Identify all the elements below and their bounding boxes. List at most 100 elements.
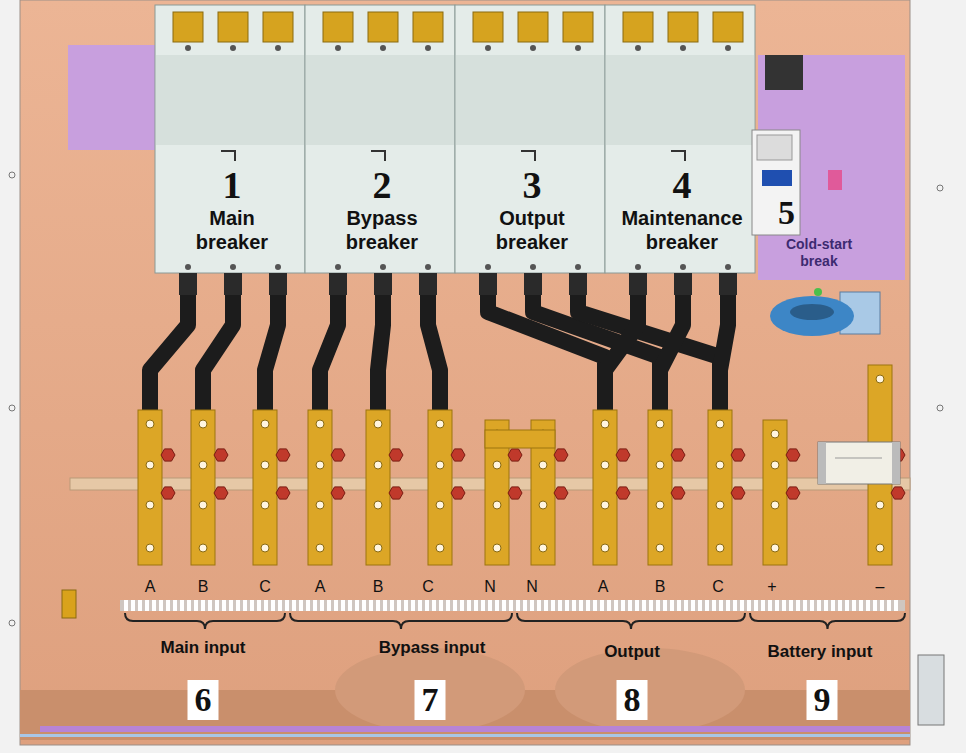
strip-tooth — [852, 600, 856, 611]
terminal-label: N — [526, 578, 538, 596]
breaker-box: 5Cold-start break — [762, 194, 876, 272]
top-terminal — [323, 12, 353, 42]
strip-tooth — [306, 600, 310, 611]
strip-tooth — [481, 600, 485, 611]
strip-tooth — [215, 600, 219, 611]
terminal-screw — [725, 264, 731, 270]
top-terminal — [563, 12, 593, 42]
strip-tooth — [369, 600, 373, 611]
terminal-screw — [530, 45, 536, 51]
strip-tooth — [677, 600, 681, 611]
terminal-screw — [380, 264, 386, 270]
strip-tooth — [621, 600, 625, 611]
indicator — [814, 288, 822, 296]
callout-number: 8 — [617, 680, 648, 720]
copper-bar — [763, 420, 787, 565]
terminal-screw — [425, 45, 431, 51]
bar-hole — [876, 501, 884, 509]
cold-start-toggle — [762, 170, 792, 186]
top-terminal — [518, 12, 548, 42]
terminal-screw — [680, 45, 686, 51]
hex-nut — [331, 449, 345, 461]
callout-number: 7 — [415, 680, 446, 720]
strip-tooth — [425, 600, 429, 611]
bar-hole — [436, 544, 444, 552]
top-terminal — [713, 12, 743, 42]
bar-hole — [539, 501, 547, 509]
strip-tooth — [691, 600, 695, 611]
strip-tooth — [670, 600, 674, 611]
bottom-terminal — [179, 273, 197, 295]
strip-tooth — [747, 600, 751, 611]
bottom-terminal — [719, 273, 737, 295]
bar-hole — [316, 420, 324, 428]
cable-strap — [578, 285, 720, 430]
terminal-label: B — [198, 578, 209, 596]
strip-tooth — [537, 600, 541, 611]
strip-tooth — [600, 600, 604, 611]
handle-mark — [371, 151, 385, 161]
strip-tooth — [173, 600, 177, 611]
bar-hole — [876, 375, 884, 383]
terminal-screw — [635, 264, 641, 270]
callout-number: 4 — [605, 164, 759, 206]
breaker-band — [606, 55, 754, 145]
strip-tooth — [159, 600, 163, 611]
bar-hole — [601, 501, 609, 509]
strip-tooth — [586, 600, 590, 611]
strip-tooth — [250, 600, 254, 611]
strip-tooth — [495, 600, 499, 611]
strip-tooth — [355, 600, 359, 611]
bottom-terminal — [419, 273, 437, 295]
strip-tooth — [684, 600, 688, 611]
bar-hole — [374, 501, 382, 509]
bar-hole — [436, 420, 444, 428]
group-brace — [290, 613, 512, 629]
callout-number: 3 — [455, 164, 609, 206]
group-label: Bypass input — [379, 638, 486, 658]
fuse-mark — [835, 458, 882, 459]
strip-tooth — [572, 600, 576, 611]
strip-tooth — [894, 600, 898, 611]
strip-tooth — [817, 600, 821, 611]
hex-nut — [276, 487, 290, 499]
terminal-label: C — [422, 578, 434, 596]
strip-tooth — [453, 600, 457, 611]
strip-tooth — [313, 600, 317, 611]
strip-tooth — [327, 600, 331, 611]
hex-nut — [161, 449, 175, 461]
hex-nut — [786, 449, 800, 461]
bottom-terminal — [629, 273, 647, 295]
bottom-terminal — [224, 273, 242, 295]
cable-strap — [660, 285, 683, 430]
terminal-screw — [185, 264, 191, 270]
terminal-label: C — [712, 578, 724, 596]
strip-tooth — [208, 600, 212, 611]
breaker-label: Output breaker — [455, 206, 609, 254]
strip-tooth — [831, 600, 835, 611]
callout-number: 5 — [762, 194, 876, 232]
bar-hole — [316, 461, 324, 469]
breaker-box: 4Maintenance breaker — [605, 164, 759, 256]
hex-nut — [389, 449, 403, 461]
breaker-box: 3Output breaker — [455, 164, 609, 256]
floor-strip — [20, 734, 910, 737]
strip-tooth — [201, 600, 205, 611]
bar-hole — [199, 420, 207, 428]
terminal-label: B — [373, 578, 384, 596]
terminal-screw — [575, 45, 581, 51]
strip-tooth — [579, 600, 583, 611]
strip-tooth — [292, 600, 296, 611]
terminal-label: B — [655, 578, 666, 596]
bar-hole — [601, 544, 609, 552]
bar-hole — [771, 544, 779, 552]
breaker-box: 1Main breaker — [155, 164, 309, 256]
bar-hole — [146, 544, 154, 552]
strip-tooth — [754, 600, 758, 611]
strip-tooth — [705, 600, 709, 611]
bar-hole — [493, 461, 501, 469]
strip-tooth — [131, 600, 135, 611]
bar-hole — [539, 544, 547, 552]
strip-tooth — [474, 600, 478, 611]
breaker-band — [306, 55, 454, 145]
